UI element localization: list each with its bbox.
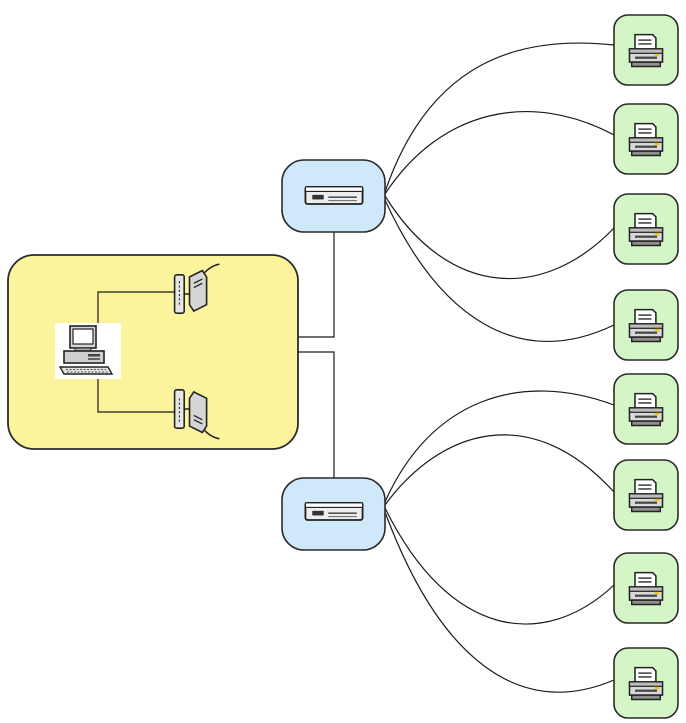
network-hub-icon xyxy=(304,501,364,521)
edge-computer-to-modem-upper xyxy=(97,291,180,330)
edge-hub-upper-printer-1 xyxy=(384,42,615,193)
printer-8[interactable] xyxy=(613,647,679,719)
edge-host-to-hub-upper xyxy=(298,222,335,338)
printer-4[interactable] xyxy=(613,289,679,361)
edge-hub-upper-printer-4 xyxy=(384,199,615,342)
printer-2[interactable] xyxy=(613,103,679,175)
edge-hub-lower-printer-5 xyxy=(384,390,615,503)
edge-hub-upper-printer-3 xyxy=(384,195,615,280)
printer-3[interactable] xyxy=(613,193,679,265)
printer-7[interactable] xyxy=(613,552,679,624)
printer-5[interactable] xyxy=(613,373,679,445)
printer-6[interactable] xyxy=(613,459,679,531)
printer-1[interactable] xyxy=(613,14,679,86)
printer-connectors xyxy=(384,42,615,693)
edge-hub-upper-printer-2 xyxy=(384,111,615,195)
hub-lower[interactable] xyxy=(281,477,386,551)
printer-column xyxy=(613,14,679,719)
computer-icon[interactable] xyxy=(55,323,121,379)
edge-hub-lower-printer-7 xyxy=(384,507,615,625)
edge-computer-to-modem-lower xyxy=(97,375,180,413)
host-group-box xyxy=(7,254,299,450)
hub-upper[interactable] xyxy=(281,159,386,233)
host-group[interactable] xyxy=(7,254,299,450)
edge-hub-lower-printer-6 xyxy=(384,434,615,506)
network-hub-icon xyxy=(304,185,364,205)
trunk-connectors xyxy=(298,222,335,478)
edge-hub-lower-printer-8 xyxy=(384,511,615,693)
edge-host-to-hub-lower xyxy=(298,351,335,478)
